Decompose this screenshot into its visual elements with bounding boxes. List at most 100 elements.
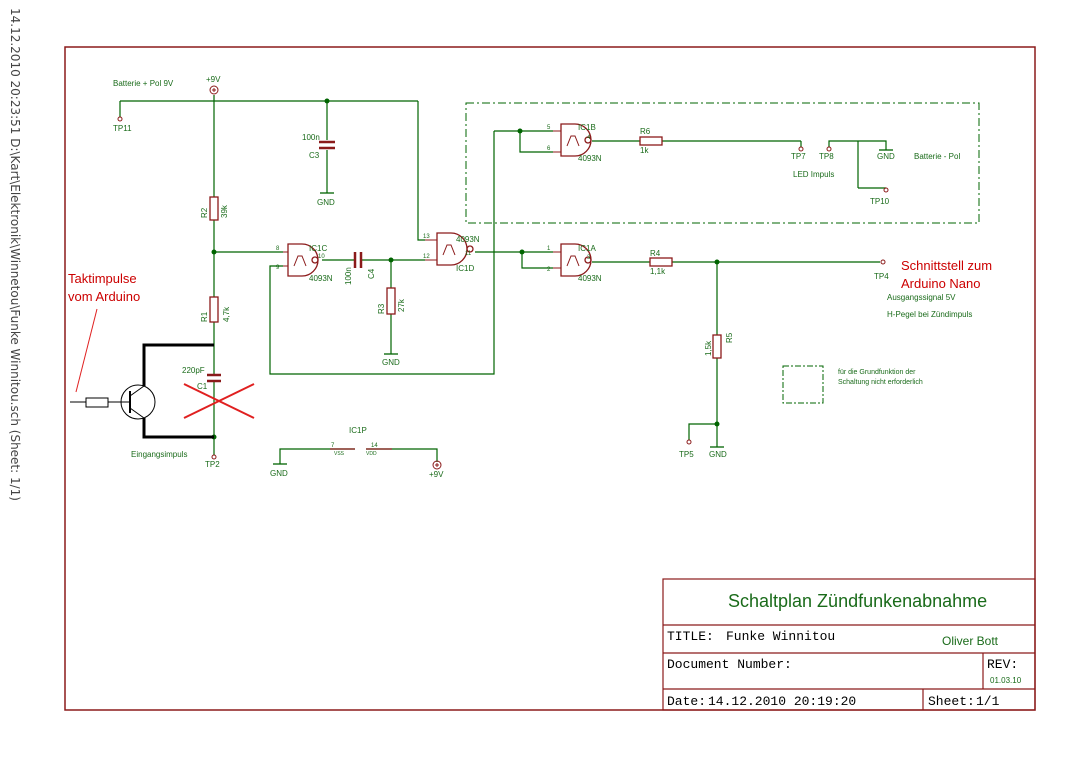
- resistor-r6: [639, 136, 663, 146]
- gnd-label-ic1p: GND: [270, 469, 288, 478]
- r2-name: R2: [200, 207, 209, 218]
- c1-value: 220pF: [182, 366, 205, 375]
- c4-value: 100n: [344, 267, 353, 285]
- ic1a-pin3: 3: [587, 255, 591, 261]
- batterie-minus-label: Batterie - Pol: [914, 152, 960, 161]
- date-label: Date:: [667, 694, 706, 709]
- ic1a-pin1: 1: [547, 246, 551, 252]
- ic1b-pin5: 5: [547, 125, 551, 131]
- title-label: TITLE:: [667, 629, 714, 644]
- tp10-label: TP10: [870, 197, 890, 206]
- gnd-symbols: [273, 149, 893, 465]
- r4-value: 1,1k: [650, 267, 666, 276]
- author: Oliver Bott: [942, 634, 999, 648]
- resistor-r4: [649, 257, 673, 267]
- title-heading: Schaltplan Zündfunkenabnahme: [728, 591, 987, 611]
- grundfunktion-line1: für die Grundfunktion der: [838, 369, 916, 376]
- r5-name: R5: [725, 332, 734, 343]
- r1-name: R1: [200, 311, 209, 322]
- taktimpuls-line2: vom Arduino: [68, 289, 140, 304]
- ausgangssignal-label: Ausgangssignal 5V: [887, 293, 956, 302]
- tp4-label: TP4: [874, 272, 889, 281]
- rev-value: 01.03.10: [990, 676, 1022, 685]
- grundfunktion-line2: Schaltung nicht erforderlich: [838, 379, 923, 386]
- optional-section-box: [465, 102, 980, 224]
- r6-name: R6: [640, 127, 651, 136]
- capacitor-c3: [319, 140, 335, 150]
- r5-value: 1,5k: [704, 340, 713, 356]
- ic1d-pin12: 12: [423, 254, 430, 260]
- resistor-r5: [712, 334, 722, 359]
- taktimpuls-pointer: [75, 308, 98, 393]
- r6-value: 1k: [640, 146, 649, 155]
- crossed-out-c1: [183, 383, 255, 419]
- rev-label: REV:: [987, 657, 1018, 672]
- r2-value: 39k: [220, 204, 229, 218]
- ic1b-pin6: 6: [547, 146, 551, 152]
- r3-value: 27k: [397, 298, 406, 312]
- tp5-label: TP5: [679, 450, 694, 459]
- sheet-label: Sheet:: [928, 694, 975, 709]
- taktimpuls-line1: Taktimpulse: [68, 271, 137, 286]
- ic1d-type: 4093N: [456, 235, 480, 244]
- schnittstelle-line2: Arduino Nano: [901, 276, 981, 291]
- c3-name: C3: [309, 151, 320, 160]
- resistor-r3: [386, 287, 396, 315]
- battery-plus-label: Batterie + Pol 9V: [113, 79, 174, 88]
- ic1a-name: IC1A: [578, 244, 596, 253]
- vss-pin: 7: [331, 443, 335, 449]
- resistor-r1: [209, 296, 219, 323]
- h-pegel-label: H-Pegel bei Zündimpuls: [887, 310, 972, 319]
- ic1c-name: IC1C: [309, 244, 327, 253]
- ic1p-name: IC1P: [349, 426, 367, 435]
- doc-number-label: Document Number:: [667, 657, 792, 672]
- ic1c-pin10: 10: [318, 254, 325, 260]
- capacitor-c1: [207, 373, 221, 383]
- title-block: [662, 578, 1036, 711]
- c4-name: C4: [367, 268, 376, 279]
- capacitor-c4: [353, 252, 363, 268]
- wires: [119, 95, 887, 464]
- ic1c-pin8: 8: [276, 246, 280, 252]
- vss-label: VSS: [334, 451, 345, 457]
- schnittstelle-line1: Schnittstell zum: [901, 258, 992, 273]
- gnd-label-c3: GND: [317, 198, 335, 207]
- transistor-annotation: [70, 343, 214, 439]
- r3-name: R3: [377, 303, 386, 314]
- ic1b-type: 4093N: [578, 154, 602, 163]
- ic1a-pin2: 2: [547, 267, 551, 273]
- ic1d-pin11: 11: [465, 251, 472, 257]
- ic1a-type: 4093N: [578, 274, 602, 283]
- title-value: Funke Winnitou: [726, 629, 835, 644]
- ic1d-pin13: 13: [423, 234, 430, 240]
- c1-name: C1: [197, 382, 208, 391]
- junctions: [211, 98, 720, 440]
- c3-value: 100n: [302, 133, 320, 142]
- ic1b-pin4: 4: [587, 135, 591, 141]
- tp8-label: TP8: [819, 152, 834, 161]
- date-value: 14.12.2010 20:19:20: [708, 694, 856, 709]
- r1-value: 4,7k: [222, 306, 231, 322]
- ic1b-name: IC1B: [578, 123, 596, 132]
- vcc-bottom-label: +9V: [429, 470, 444, 479]
- ic1d-name: IC1D: [456, 264, 474, 273]
- led-impuls-label: LED Impuls: [793, 170, 834, 179]
- tp11-label: TP11: [113, 124, 132, 133]
- gnd-label-r5: GND: [709, 450, 727, 459]
- ic1c-pin9: 9: [276, 265, 280, 271]
- vcc-top-label: +9V: [206, 75, 221, 84]
- tp2-label: TP2: [205, 460, 220, 469]
- eingangsimpuls-label: Eingangsimpuls: [131, 450, 187, 459]
- vdd-label: VDD: [366, 451, 377, 457]
- tp7-label: TP7: [791, 152, 806, 161]
- r4-name: R4: [650, 249, 661, 258]
- drawing-frame: [64, 46, 1036, 711]
- gnd-label-r3: GND: [382, 358, 400, 367]
- resistor-r2: [209, 196, 219, 221]
- vdd-pin: 14: [371, 443, 378, 449]
- gnd-label-tp8: GND: [877, 152, 895, 161]
- legend-box: [782, 365, 824, 404]
- test-point-symbols: [117, 85, 889, 470]
- ic1c-type: 4093N: [309, 274, 333, 283]
